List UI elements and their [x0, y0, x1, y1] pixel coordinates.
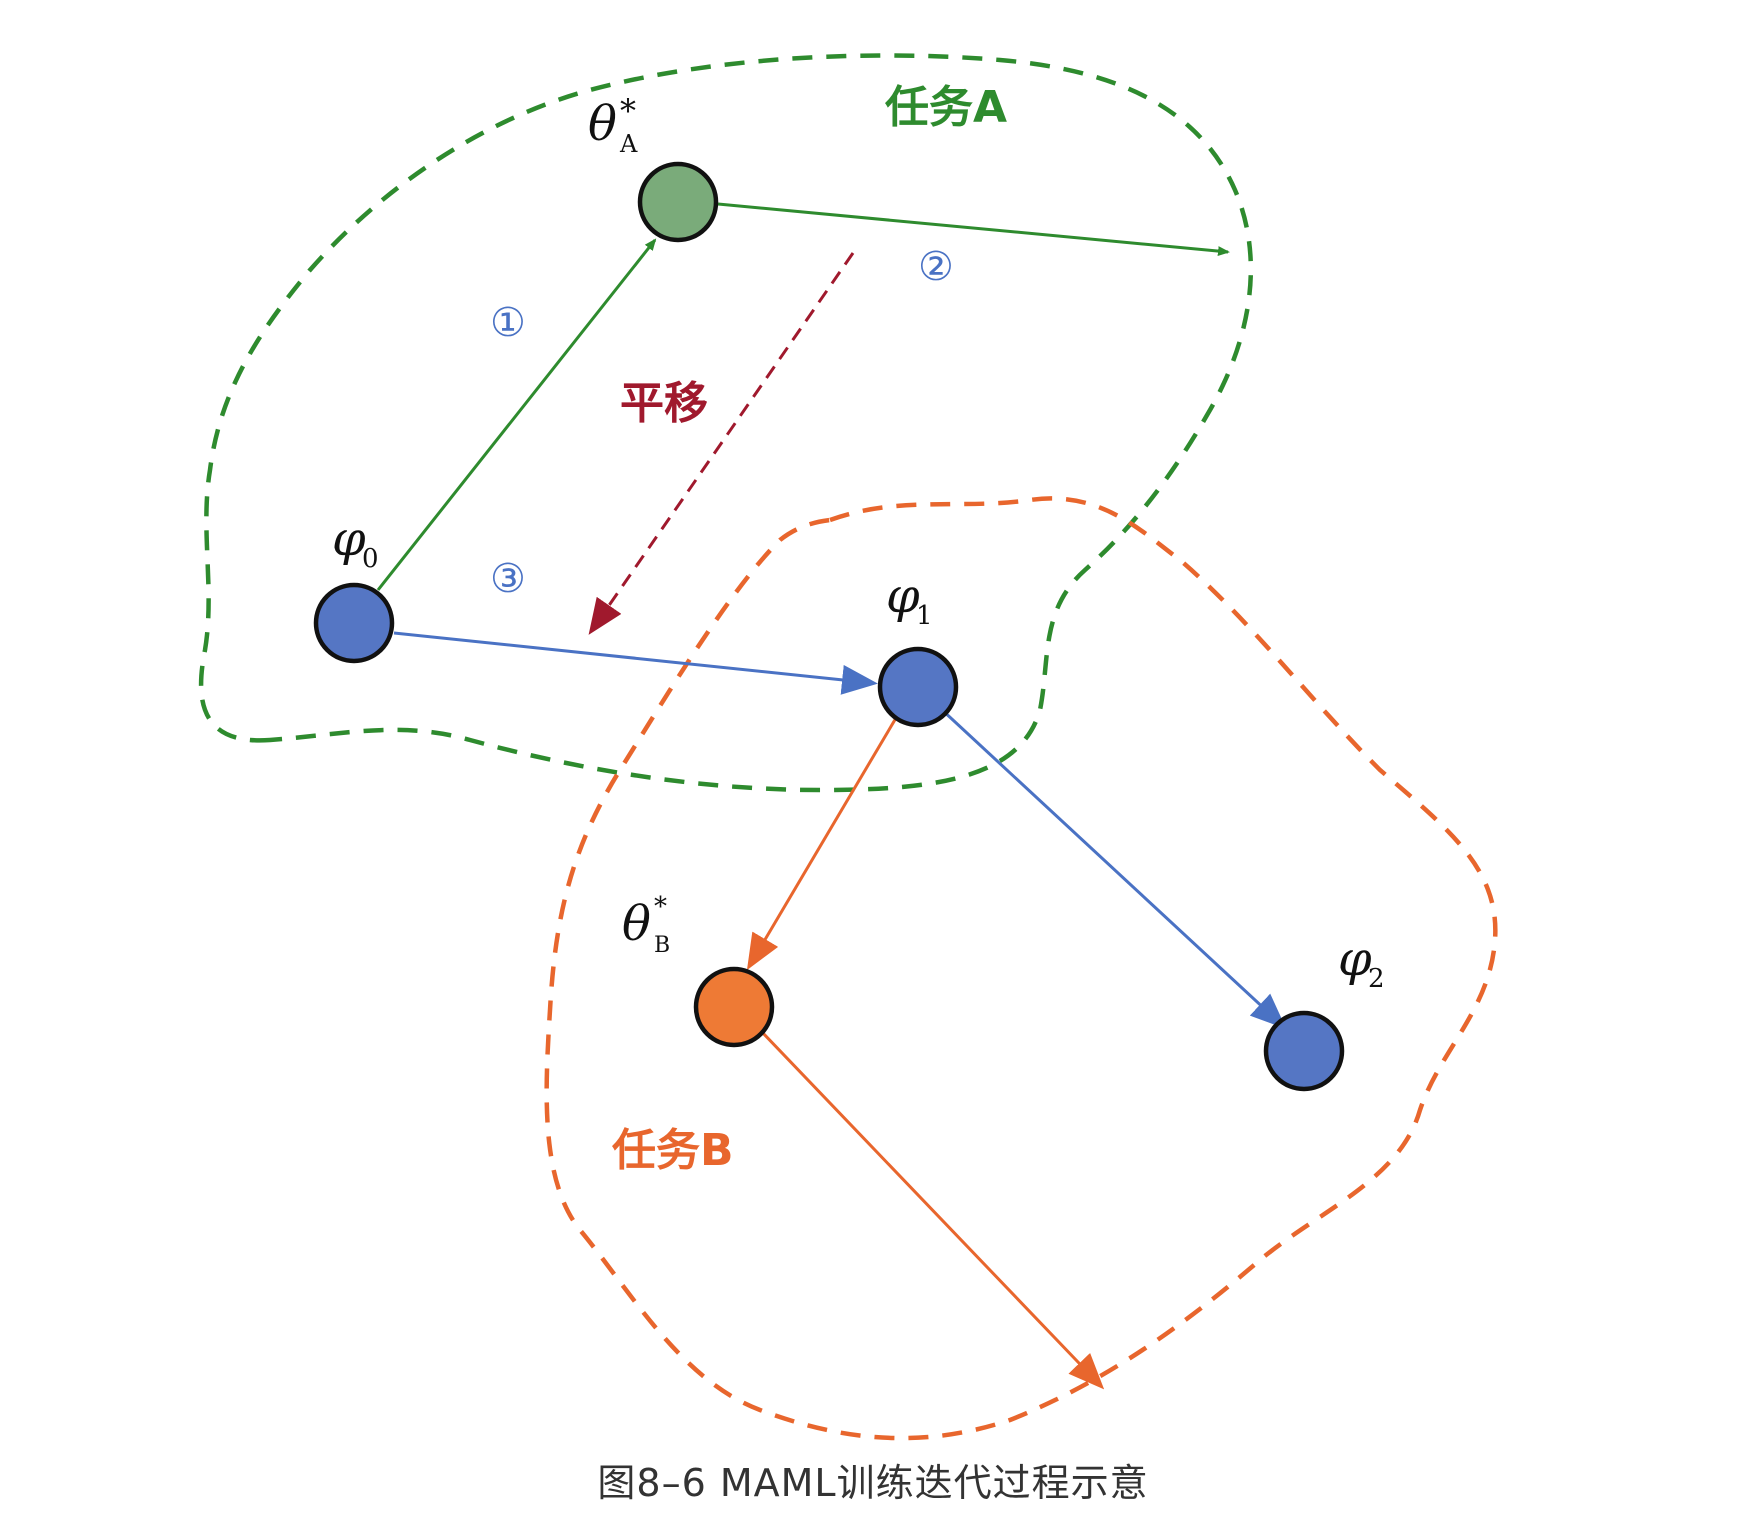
arrow-thetab-out: [758, 1028, 1105, 1390]
step1-label: ①: [490, 300, 526, 346]
task-a-region: [198, 53, 1254, 793]
task-b-region: [544, 496, 1498, 1441]
node-phi0: [313, 582, 395, 664]
task-b-label: 任务B: [612, 1125, 734, 1176]
svg-text:0: 0: [362, 544, 379, 574]
node-theta-b: [693, 966, 775, 1048]
label-phi0: φ 0: [332, 511, 379, 574]
node-phi1: [877, 646, 959, 728]
label-phi1: φ 1: [886, 568, 933, 631]
svg-text:θ: θ: [622, 896, 651, 952]
arrow-step3: [393, 631, 878, 695]
svg-text:A: A: [619, 130, 638, 158]
svg-text:*: *: [654, 892, 667, 922]
figure-caption: 图8–6 MAML训练迭代过程示意: [597, 1461, 1149, 1505]
svg-text:φ: φ: [332, 511, 366, 567]
svg-text:1: 1: [916, 601, 933, 631]
svg-text:φ: φ: [886, 568, 920, 624]
translate-label: 平移: [620, 378, 708, 429]
node-phi2: [1263, 1010, 1345, 1092]
label-theta-b: θ B *: [622, 892, 670, 958]
label-phi2: φ 2: [1338, 931, 1385, 994]
svg-text:2: 2: [1368, 964, 1385, 994]
task-a-label: 任务A: [885, 82, 1007, 133]
arrow-phi1-phi2: [938, 706, 1287, 1030]
svg-text:φ: φ: [1338, 931, 1372, 987]
node-theta-a: [637, 161, 719, 243]
arrow-step2: [717, 202, 1230, 257]
label-theta-a: θ A *: [588, 92, 638, 158]
arrow-step1: [376, 238, 657, 591]
svg-text:B: B: [654, 933, 670, 958]
svg-text:θ: θ: [588, 96, 617, 152]
arrow-translate: [588, 252, 855, 635]
svg-text:*: *: [620, 92, 636, 130]
arrow-phi1-thetab: [746, 717, 898, 971]
step3-label: ③: [490, 556, 526, 602]
step2-label: ②: [918, 244, 954, 290]
